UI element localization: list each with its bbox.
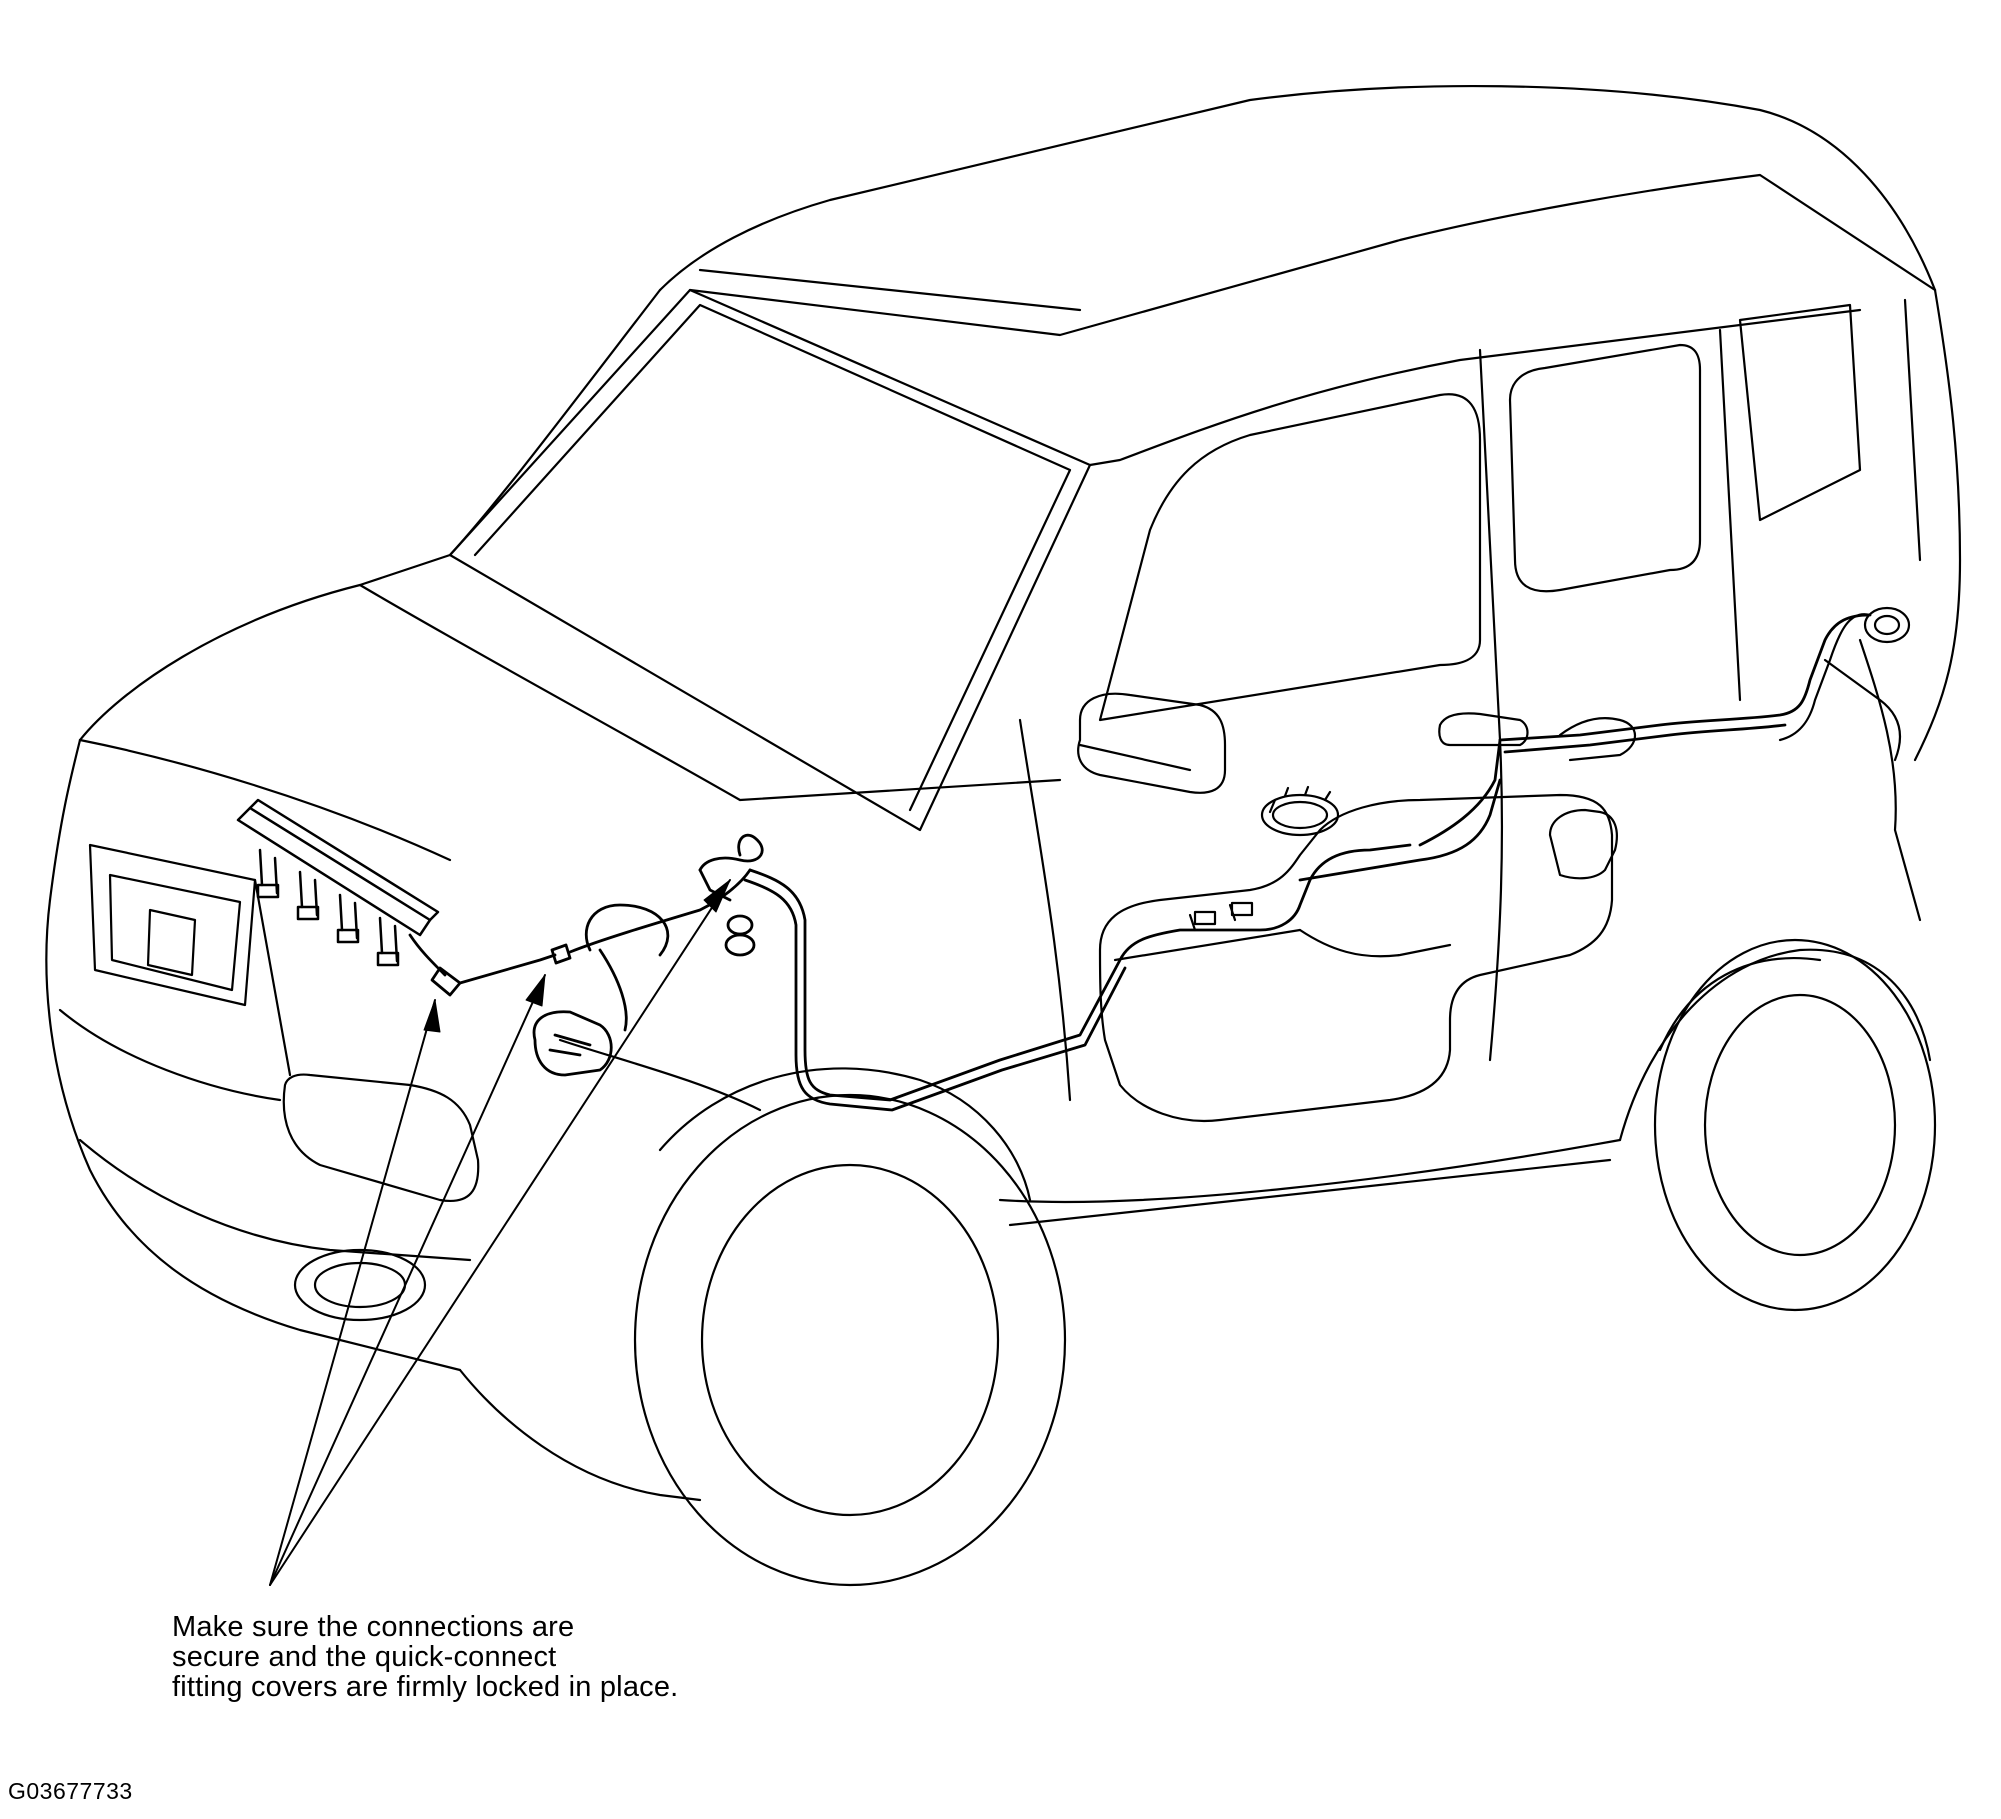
leader-line-2 (270, 975, 545, 1585)
fuel-filler-cap (1865, 608, 1909, 642)
callout-line-1: Make sure the connections are (172, 1611, 575, 1643)
leader-line-1 (270, 1000, 435, 1585)
roof-panel (690, 175, 1935, 335)
figure-id: G03677733 (8, 1778, 133, 1804)
front-bumper (46, 900, 460, 1370)
fuel-injectors (258, 850, 398, 965)
callout-leaders (270, 880, 730, 1585)
quick-connect-fitting-1 (432, 968, 460, 995)
callout-note: Make sure the connections are secure and… (172, 1612, 872, 1702)
front-door-edge (1020, 720, 1070, 1100)
rocker-panel (1000, 1140, 1620, 1202)
fuel-rail (238, 800, 438, 965)
fuel-filter (534, 1012, 611, 1075)
hood-outline (80, 290, 660, 740)
fuel-feed-line (410, 615, 1870, 1110)
front-wheel (635, 1068, 1065, 1585)
arrowhead-3 (704, 880, 730, 912)
quick-connect-fitting-2 (552, 945, 570, 963)
rear-quarter-window (1740, 305, 1860, 520)
rear-door-window (1510, 345, 1700, 591)
fog-light (295, 1250, 425, 1320)
door-handle (1439, 713, 1527, 745)
rear-pillar (1915, 290, 1960, 760)
arrowhead-2 (526, 975, 545, 1006)
windshield (450, 290, 1090, 830)
rear-wheel (1655, 940, 1935, 1310)
callout-line-3: fitting covers are firmly locked in plac… (172, 1671, 679, 1703)
fuel-pump-cover (1262, 795, 1338, 835)
quick-connect-fitting-3 (726, 935, 754, 955)
arrowhead-1 (424, 1000, 440, 1032)
roof-outline (660, 86, 1935, 290)
grille (90, 845, 255, 1005)
hood-front (50, 740, 80, 900)
callout-arrowheads (424, 880, 730, 1032)
front-fender (460, 1370, 700, 1500)
leader-line-3 (270, 880, 730, 1585)
callout-line-2: secure and the quick-connect (172, 1641, 557, 1673)
headlight (284, 1075, 478, 1201)
vehicle-body (46, 86, 1960, 1500)
fuel-vapor-line (1500, 615, 1870, 740)
rear-door-edge (1480, 350, 1502, 1060)
fuel-filler-neck (1560, 608, 1909, 760)
rear-fender (1620, 950, 1930, 1140)
fuel-tank (1100, 787, 1617, 1121)
front-door-window (1100, 394, 1480, 720)
side-mirror (1078, 694, 1225, 793)
evap-canister (1550, 810, 1617, 878)
